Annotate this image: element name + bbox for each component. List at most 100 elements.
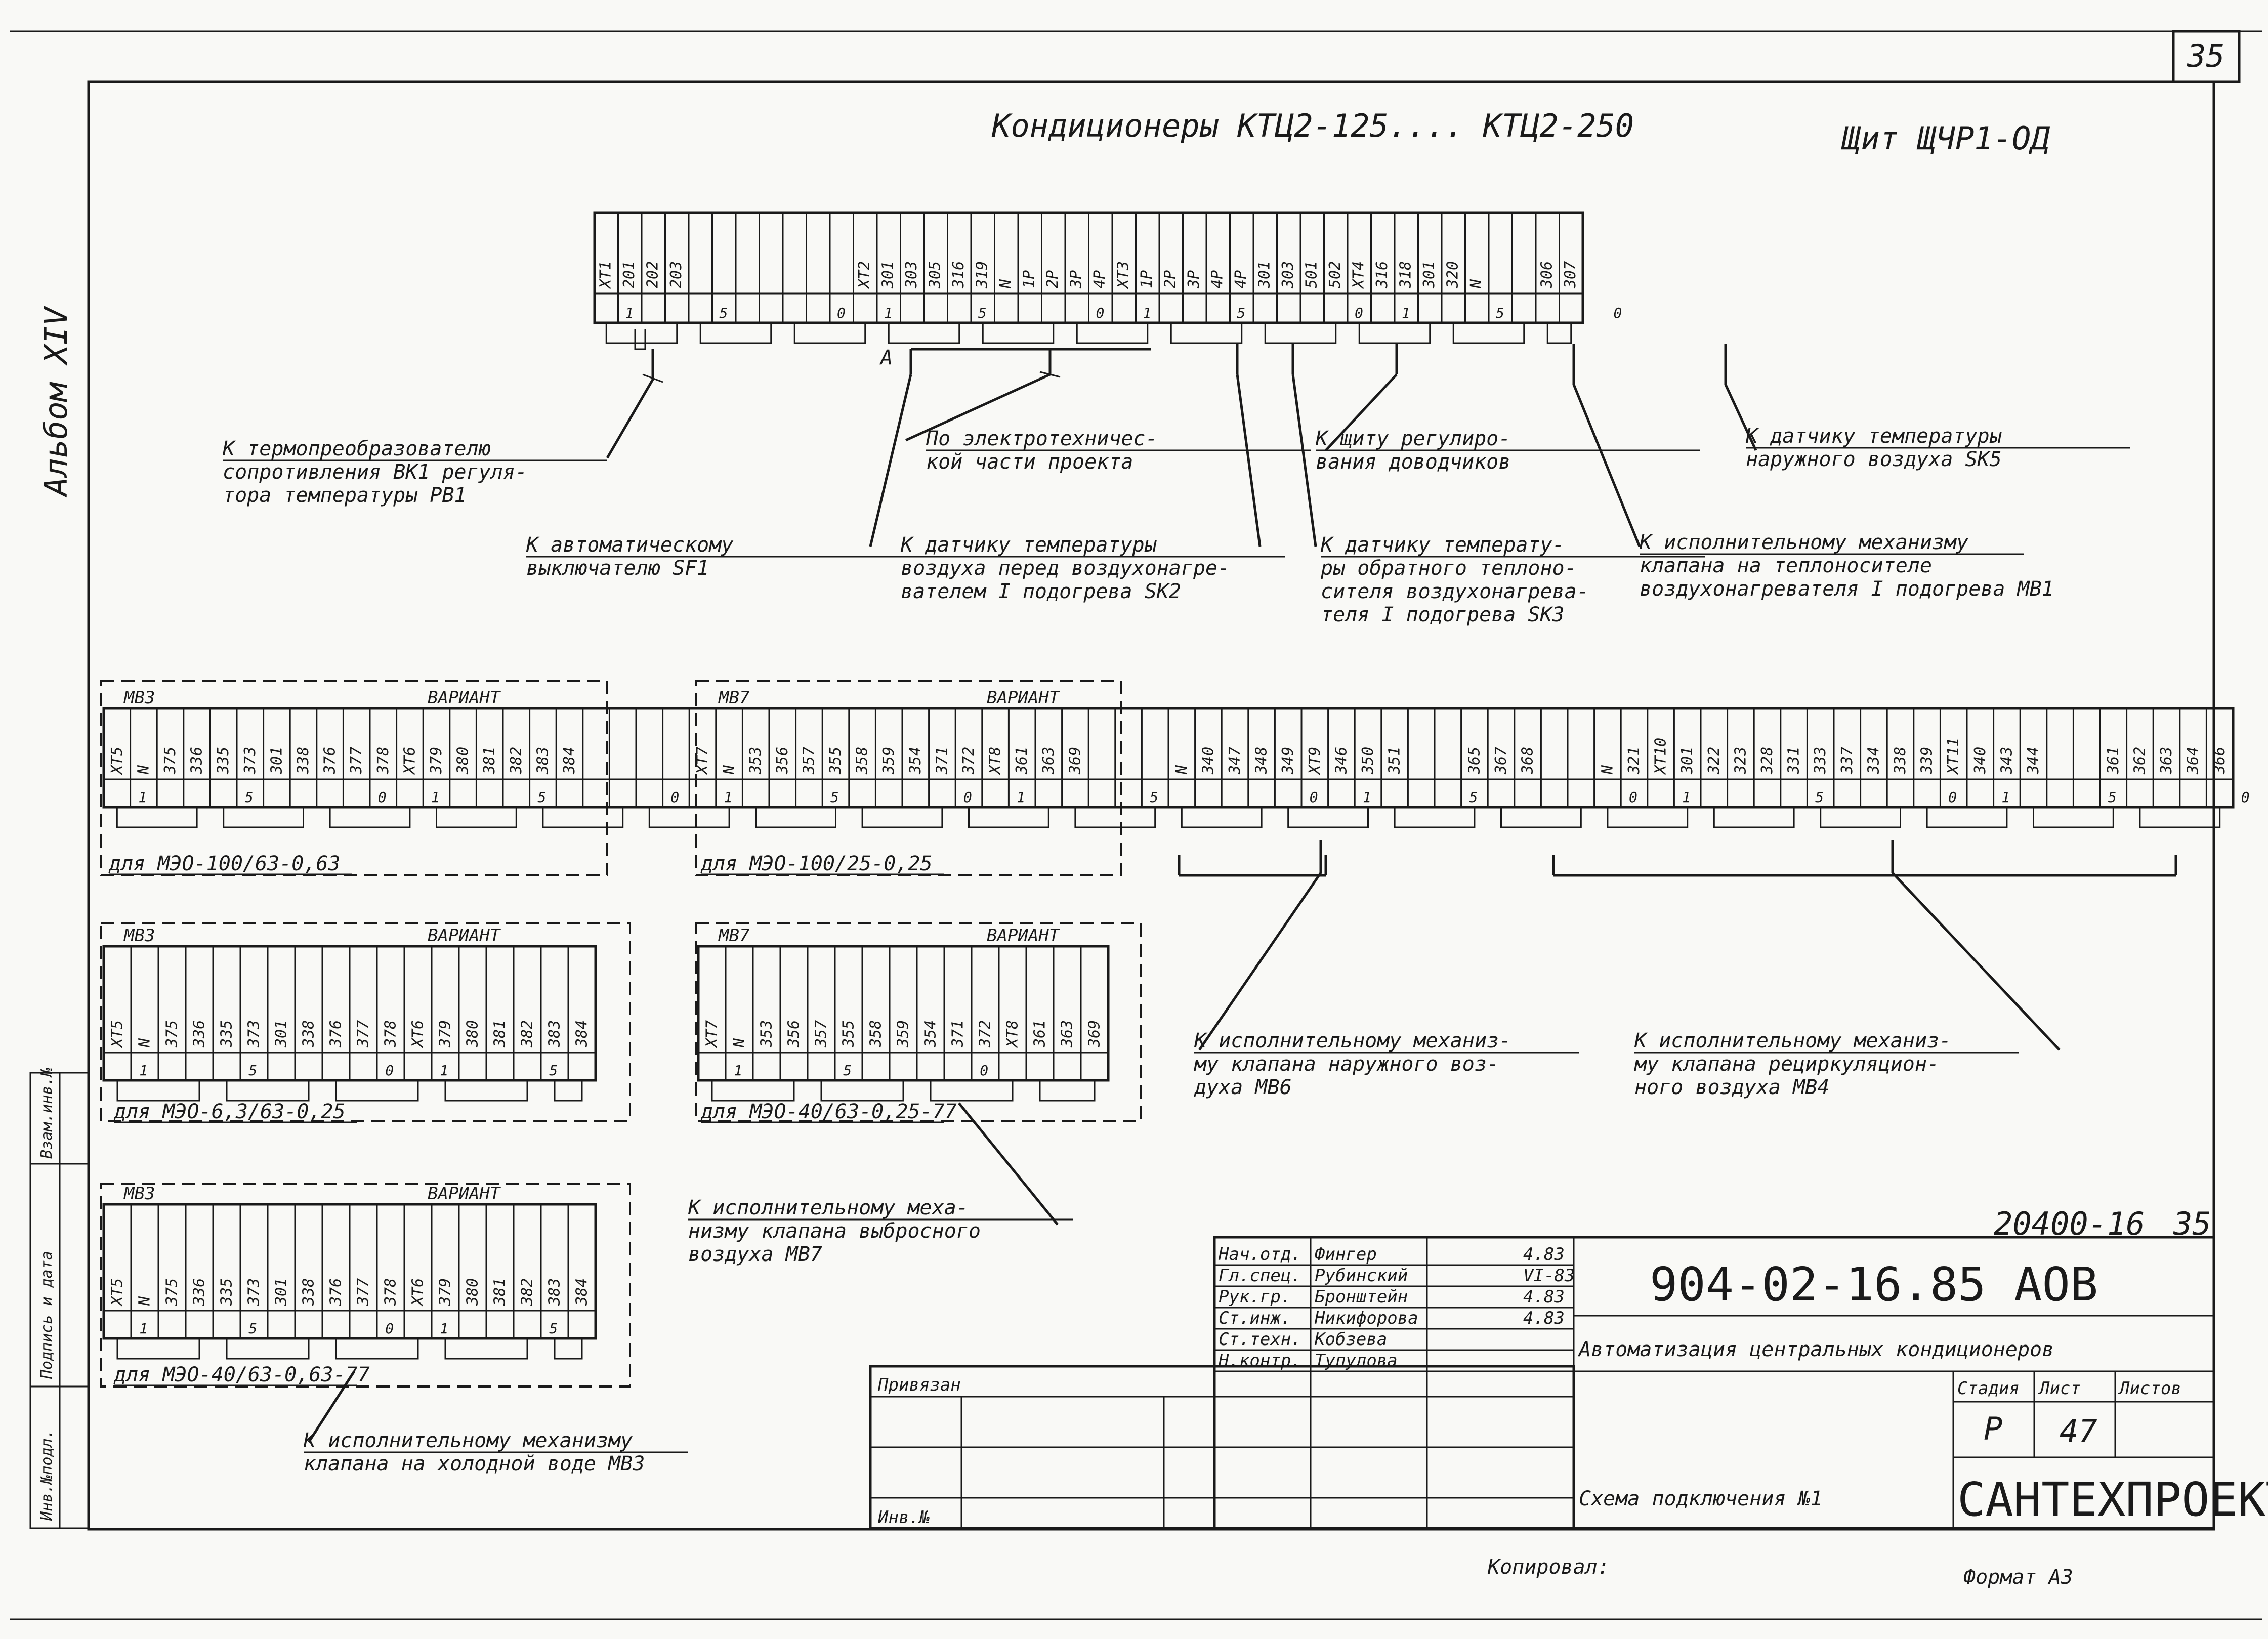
terminal-number: 0: [385, 1062, 394, 1079]
terminal-number: 5: [978, 305, 987, 321]
terminal-label: 1Р: [1138, 270, 1156, 288]
terminal-label: 376: [327, 1278, 345, 1306]
terminal-label: 338: [300, 1278, 318, 1306]
variant-word: ВАРИАНТ: [987, 688, 1061, 708]
terminal-label: 361: [1013, 747, 1031, 775]
label-line: теля I подогрева SK3: [1321, 603, 1565, 626]
terminal-label: 363: [1059, 1020, 1076, 1048]
terminal-label: ХТ8: [987, 747, 1004, 775]
terminal-label: 350: [1359, 747, 1377, 775]
variant-caption: для МЭО-100/25-0,25: [700, 852, 933, 875]
terminal-number: 0: [1096, 305, 1104, 321]
terminal-label: ХТ7: [703, 1020, 721, 1048]
label-line: К автоматическому: [526, 533, 733, 557]
terminal-number: 5: [843, 1062, 852, 1079]
terminal-label: 3Р: [1068, 270, 1085, 289]
staff-name: Рубинский: [1315, 1266, 1408, 1286]
terminal-label: 376: [321, 747, 339, 775]
svg-text:Взам.инв.№: Взам.инв.№: [38, 1067, 56, 1159]
svg-text:Инв.№подл.: Инв.№подл.: [38, 1429, 56, 1521]
terminal-label: 301: [273, 1020, 290, 1048]
terminal-label: N: [136, 1038, 154, 1048]
variant-tag: МВ3: [123, 688, 155, 708]
variant-frame-mb3: [100, 680, 608, 876]
terminal-label: 375: [163, 1020, 181, 1048]
organization: САНТЕХПРОЕКТ: [1957, 1473, 2268, 1527]
inv-label: Инв.№: [877, 1507, 930, 1528]
terminal-number: 1: [440, 1062, 448, 1079]
variant-caption: для МЭО-40/63-0,63-77: [113, 1363, 370, 1386]
terminal-label: 336: [191, 1278, 208, 1306]
variant-frame-mb7-2: [695, 922, 1142, 1122]
attached-label: Привязан: [877, 1375, 961, 1395]
terminal-label: 502: [1326, 261, 1344, 288]
terminal-label: 363: [2158, 747, 2175, 775]
terminal-label: ХТ4: [1350, 261, 1368, 289]
copied-by: Копировал:: [1487, 1556, 1610, 1579]
terminal-label: 379: [437, 1278, 454, 1306]
terminal-label: 375: [161, 747, 179, 775]
terminal-label: 377: [348, 747, 365, 775]
terminal-label: ХТ9: [1306, 747, 1324, 775]
staff-name: Фингер: [1315, 1244, 1377, 1265]
staff-role: Ст.инж.: [1219, 1308, 1291, 1328]
bottom-leader-lines: [307, 840, 2177, 1443]
terminal-number: 1: [1402, 305, 1410, 321]
terminal-label: 303: [1279, 261, 1297, 289]
terminal-label: 383: [534, 747, 552, 775]
frame-border: [87, 80, 2215, 1531]
terminal-number: 5: [1815, 789, 1824, 806]
terminal-label: 347: [1226, 747, 1244, 775]
terminal-label: 333: [1812, 747, 1829, 775]
label-line: му клапана рециркуляцион-: [1634, 1053, 1939, 1076]
terminal-label: 362: [2131, 747, 2149, 775]
terminal-number: 1: [724, 789, 733, 806]
variant-word: ВАРИАНТ: [987, 926, 1061, 946]
staff-date: 4.83: [1523, 1287, 1565, 1307]
paper-format: Формат А3: [1963, 1566, 2073, 1589]
terminal-label: 336: [188, 747, 206, 775]
terminal-number: 5: [549, 1320, 558, 1337]
terminal-label: 318: [1397, 261, 1415, 289]
variant-word: ВАРИАНТ: [428, 926, 501, 946]
terminal-label: 301: [268, 747, 285, 775]
terminal-label: 361: [1031, 1020, 1049, 1048]
label-line: му клапана наружного воз-: [1194, 1053, 1499, 1076]
sheets-header: Листов: [2118, 1378, 2181, 1399]
terminal-number: 1: [884, 305, 893, 321]
terminal-number: 5: [719, 305, 728, 321]
terminal-label: 301: [1256, 261, 1274, 289]
terminal-label: ХТ5: [109, 1020, 127, 1048]
label-line: К исполнительному механиз-: [1634, 1029, 1951, 1053]
terminal-label: 372: [977, 1020, 994, 1048]
terminal-number: 1: [440, 1320, 448, 1337]
terminal-label: 316: [1373, 261, 1391, 289]
staff-name: Бронштейн: [1315, 1287, 1408, 1307]
label-line: низму клапана выбросного: [688, 1220, 981, 1243]
terminal-label: 348: [1253, 747, 1271, 775]
terminal-label: 367: [1492, 747, 1510, 775]
terminal-number: 1: [625, 305, 634, 321]
label-line: ного воздуха МВ4: [1634, 1076, 1829, 1099]
terminal-label: 373: [241, 747, 259, 775]
label-sensor-sk3: К датчику температу-ры обратного теплоно…: [1320, 533, 1705, 626]
terminal-label: 1Р: [1021, 270, 1038, 288]
label-line: клапана на холодной воде МВ3: [304, 1452, 645, 1476]
terminal-number: 0: [1310, 789, 1318, 806]
terminal-label: 351: [1386, 747, 1404, 775]
album-label: Альбом XIV: [37, 305, 74, 498]
label-line: воздуха МВ7: [688, 1243, 822, 1266]
terminal-label: 366: [2211, 747, 2229, 775]
terminal-label: 369: [1086, 1020, 1104, 1048]
terminal-label: 369: [1066, 747, 1084, 775]
label-line: ры обратного теплоно-: [1320, 557, 1577, 580]
variant-frame-mb3-3: [100, 1183, 631, 1388]
terminal-label: 372: [960, 747, 978, 775]
terminal-number: 0: [670, 789, 679, 806]
